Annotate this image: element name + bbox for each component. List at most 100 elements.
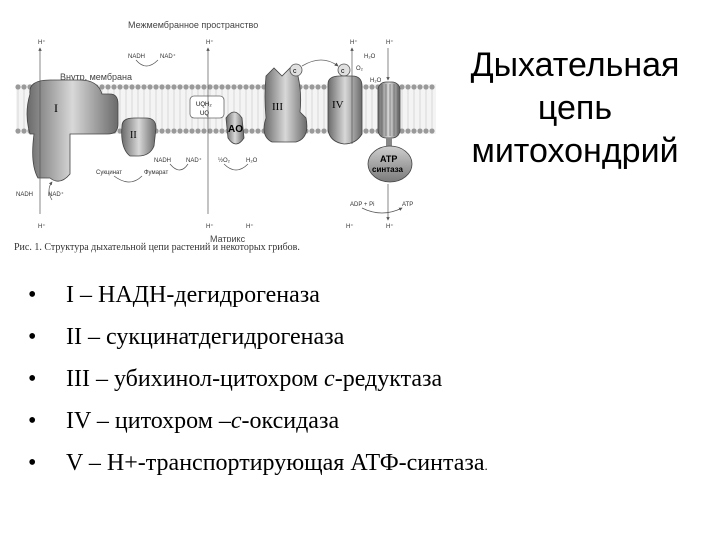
svg-text:H⁺: H⁺ (386, 39, 394, 46)
ao-label: AO (228, 124, 243, 135)
atp-synthase: ATP синтаза (367, 81, 413, 183)
ubiquinone-pool: UQH₂ UQ (189, 95, 225, 119)
bullet: • (28, 282, 37, 308)
lipid-head (177, 84, 183, 90)
lipid-head (303, 84, 309, 90)
lipid-head (213, 128, 219, 134)
complex-iii: III (263, 67, 308, 143)
lipid-head (153, 84, 159, 90)
list-item: • II – сукцинатдегидрогеназа (28, 322, 488, 364)
item-text: IV – цитохром – (66, 408, 231, 434)
slide-title: Дыхательная цепь митохондрий (444, 44, 706, 173)
complex-ii-label: II (130, 130, 137, 141)
lipid-head (207, 128, 213, 134)
svg-text:H⁺: H⁺ (246, 223, 254, 230)
lipid-head (165, 84, 171, 90)
lipid-head (219, 128, 225, 134)
lipid-head (255, 84, 261, 90)
title-line-1: Дыхательная (470, 46, 680, 84)
item-italic: c (324, 366, 335, 392)
complex-ii: II (121, 117, 157, 157)
complex-iv-label: IV (332, 99, 344, 111)
lipid-head (243, 128, 249, 134)
atp-synthase-label-1: ATP (380, 154, 397, 164)
lipid-head (315, 84, 321, 90)
list-item: • V – H+-транспортирующая АТФ-синтаза. (28, 448, 488, 490)
lipid-head (165, 128, 171, 134)
svg-text:NADH: NADH (154, 158, 171, 164)
svg-text:H⁺: H⁺ (386, 223, 394, 230)
svg-text:c: c (293, 68, 297, 75)
lipid-head (15, 128, 21, 134)
lipid-head (105, 84, 111, 90)
svg-text:H₂O: H₂O (364, 54, 376, 60)
bullet: • (28, 324, 37, 350)
lipid-head (99, 84, 105, 90)
respiratory-chain-figure: Межмембранное пространство Внутр. мембра… (15, 20, 436, 242)
lipid-head (177, 128, 183, 134)
svg-text:NAD⁺: NAD⁺ (48, 191, 64, 198)
bullet: • (28, 450, 37, 476)
lipid-head (309, 128, 315, 134)
lipid-head (147, 84, 153, 90)
lipid-head (201, 84, 207, 90)
intermembrane-space-label: Межмембранное пространство (128, 20, 258, 30)
lipid-head (195, 84, 201, 90)
svg-text:H⁺: H⁺ (350, 39, 358, 46)
svg-text:H⁺: H⁺ (206, 39, 214, 46)
lipid-head (159, 84, 165, 90)
item-italic: c (230, 408, 242, 434)
lipid-head (321, 84, 327, 90)
complex-iii-label: III (272, 101, 283, 113)
complex-list: • I – НАДН-дегидрогеназа • II – сукцинат… (28, 280, 488, 490)
lipid-head (363, 128, 369, 134)
list-item: • III – убихинол-цитохром c-редуктаза (28, 364, 488, 406)
matrix-label: Матрикс (210, 234, 246, 242)
svg-text:½O₂: ½O₂ (218, 157, 231, 164)
svg-text:H⁺: H⁺ (206, 223, 214, 230)
svg-text:H⁺: H⁺ (38, 39, 46, 46)
lipid-head (249, 128, 255, 134)
svg-text:c: c (341, 68, 345, 75)
lipid-head (225, 84, 231, 90)
svg-text:Фумарат: Фумарат (144, 170, 168, 176)
list-item: • IV – цитохром –c-оксидаза (28, 406, 488, 448)
lipid-head (417, 128, 423, 134)
svg-text:NADH: NADH (128, 54, 145, 60)
bullet: • (28, 408, 37, 434)
title-line-3: митохондрий (471, 132, 679, 170)
lipid-head (405, 128, 411, 134)
lipid-head (411, 84, 417, 90)
svg-text:H₂O: H₂O (370, 78, 382, 84)
svg-text:O₂: O₂ (356, 66, 364, 72)
lipid-head (423, 84, 429, 90)
lipid-head (195, 128, 201, 134)
lipid-head (255, 128, 261, 134)
proton-flows: H⁺ H⁺ H⁺ H⁺ H⁺ H⁺ H⁺ H⁺ H⁺ NADH NAD⁺ NAD… (16, 39, 413, 230)
lipid-head (213, 84, 219, 90)
svg-text:NAD⁺: NAD⁺ (186, 157, 202, 164)
lipid-head (231, 84, 237, 90)
lipid-head (219, 84, 225, 90)
inner-membrane-label: Внутр. мембрана (60, 72, 132, 82)
lipid-head (417, 84, 423, 90)
lipid-head (21, 84, 27, 90)
complex-i-label: I (54, 101, 58, 115)
svg-text:ATP: ATP (402, 202, 413, 208)
lipid-head (189, 84, 195, 90)
svg-text:H₂O: H₂O (246, 158, 258, 164)
lipid-head (321, 128, 327, 134)
atp-synthase-label-2: синтаза (372, 165, 404, 174)
lipid-head (243, 84, 249, 90)
lipid-head (171, 84, 177, 90)
lipid-head (183, 128, 189, 134)
svg-text:H⁺: H⁺ (38, 223, 46, 230)
title-line-2: цепь (537, 89, 613, 127)
lipid-head (15, 84, 21, 90)
lipid-head (369, 128, 375, 134)
lipid-head (135, 84, 141, 90)
lipid-head (189, 128, 195, 134)
item-text-tail: . (484, 458, 488, 473)
item-text: I – НАДН-дегидрогеназа (66, 282, 320, 308)
svg-text:UQ: UQ (200, 111, 209, 117)
